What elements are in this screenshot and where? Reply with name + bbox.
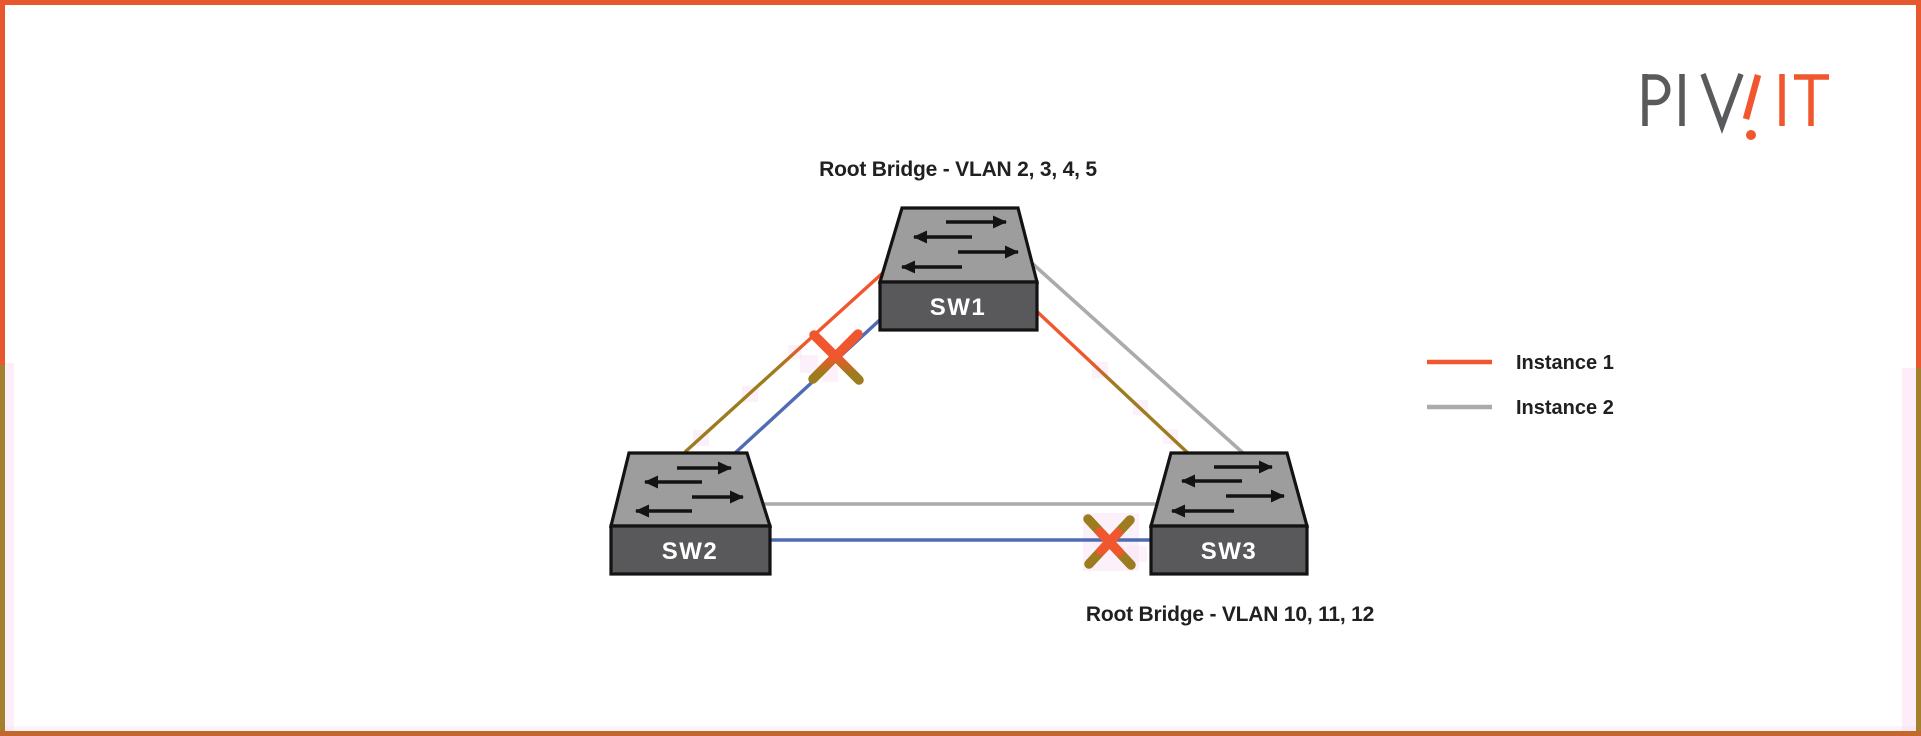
blocked-port-x-sw2-sw3: [1083, 514, 1136, 570]
switch-top-face: [608, 451, 773, 528]
legend-item-instance1: Instance 1: [1427, 352, 1614, 374]
legend: Instance 1 Instance 2: [1427, 352, 1614, 419]
x-mark-icon: [808, 329, 863, 384]
blocked-port-x-sw1-sw2: [808, 329, 864, 385]
switch-front-face: [878, 280, 1039, 332]
switch-top-face: [877, 206, 1040, 284]
logo-letters-piv: [1642, 73, 1744, 135]
root-bridge-caption-sw3: Root Bridge - VLAN 10, 11, 12: [1086, 603, 1374, 626]
logo-letters-it: [1779, 74, 1829, 126]
root-bridge-caption-sw1: Root Bridge - VLAN 2, 3, 4, 5: [819, 158, 1097, 181]
traffic-arrows-icon: [1171, 460, 1285, 518]
switch-sw3: SW3: [1148, 451, 1310, 576]
x-mark-icon: [1096, 528, 1123, 556]
switch-label: SW3: [1201, 538, 1258, 565]
border-top: [0, 0, 1921, 5]
border-left-upper: [0, 0, 5, 365]
legend-label-instance1: Instance 1: [1516, 352, 1614, 374]
legend-label-instance2: Instance 2: [1516, 397, 1614, 419]
pivit-logo: [1642, 73, 1829, 140]
logo-exclamation-icon: [1742, 74, 1762, 140]
border-left-lower: [0, 365, 5, 736]
pink-artifacts: [5, 345, 1916, 731]
switch-label: SW2: [662, 538, 719, 565]
switch-top-face: [1148, 451, 1310, 528]
link-sw1-sw2-instance1: [683, 268, 888, 454]
switch-sw1: SW1: [877, 206, 1040, 332]
traffic-arrows-icon: [901, 215, 1019, 274]
border-right-upper: [1916, 0, 1921, 368]
switch-front-face: [609, 524, 772, 576]
border-right-lower: [1916, 368, 1921, 736]
traffic-arrows-icon: [635, 461, 744, 518]
border-bottom: [0, 731, 1921, 736]
link-sw1-sw3-instance2: [1012, 245, 1245, 455]
switch-sw2: SW2: [608, 451, 773, 576]
switch-front-face: [1149, 524, 1309, 576]
legend-item-instance2: Instance 2: [1427, 397, 1614, 419]
link-sw1-sw3-instance1: [1028, 303, 1192, 457]
switch-label: SW1: [930, 294, 987, 321]
